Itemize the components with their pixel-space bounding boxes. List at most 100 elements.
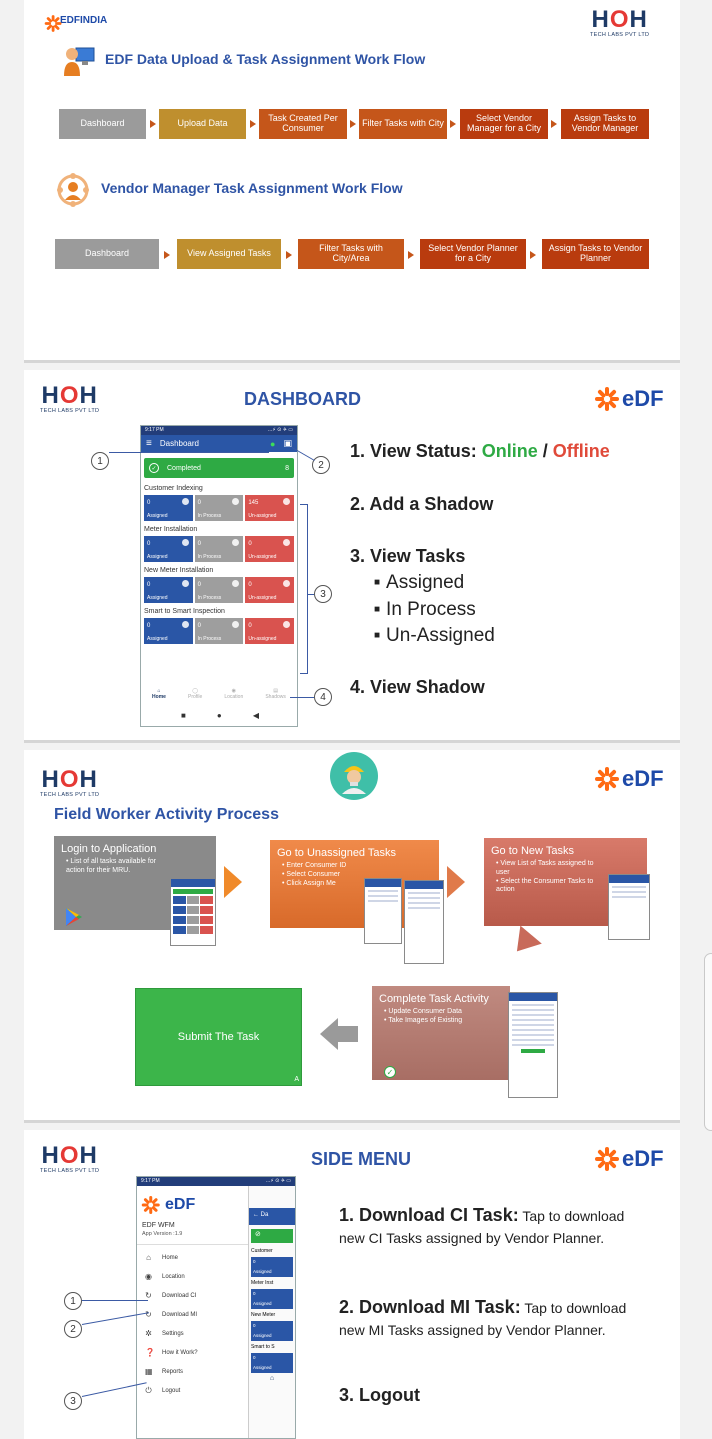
section-title: Customer Indexing — [144, 485, 203, 492]
menu-logout[interactable]: ⏻Logout — [145, 1386, 181, 1395]
team-network-icon — [55, 172, 91, 208]
slide-workflow: EDFINDIA HOH TECH LABS PVT LTD EDF Data … — [24, 0, 680, 360]
callout-line — [82, 1300, 148, 1301]
flow2-step-dashboard: Dashboard — [55, 239, 159, 269]
scroll-handle[interactable] — [704, 953, 712, 1131]
nav-profile[interactable]: ◯Profile — [188, 688, 203, 700]
arrow-right-icon — [286, 251, 292, 259]
step-unassigned: Go to Unassigned Tasks • Enter Consumer … — [270, 840, 439, 928]
completed-bar[interactable]: ✓ Completed 8 — [144, 458, 294, 478]
flow2-title: Vendor Manager Task Assignment Work Flow — [101, 180, 403, 196]
recent-apps-icon[interactable]: ■ — [181, 711, 186, 720]
hoh-logo: HOH TECH LABS PVT LTD — [40, 1142, 100, 1174]
menu-home[interactable]: ⌂Home — [146, 1253, 179, 1262]
callout-1: 1 — [91, 452, 109, 470]
menu-download-mi[interactable]: ↻Download MI — [145, 1310, 198, 1319]
point-add-shadow: 2. Add a Shadow — [350, 494, 494, 514]
edf-logo: eDF — [594, 766, 664, 792]
refresh-icon: ↻ — [145, 1291, 152, 1300]
arrow-right-icon — [224, 866, 242, 898]
edf-logo: eDF — [594, 386, 664, 412]
screenshot-thumbnail — [170, 878, 216, 946]
edf-india-logo: EDFINDIA — [44, 12, 107, 32]
menu-settings[interactable]: ✲Settings — [145, 1329, 184, 1338]
arrow-right-icon — [250, 120, 256, 128]
flow1-step-task-created: Task Created Per Consumer — [259, 109, 347, 139]
menu-icon[interactable]: ≡ — [146, 438, 152, 449]
app-bar: ≡ Dashboard ● ▣ — [141, 435, 297, 452]
callout-4: 4 — [314, 688, 332, 706]
flow1-title: EDF Data Upload & Task Assignment Work F… — [105, 51, 426, 67]
page-title: Field Worker Activity Process — [54, 806, 279, 823]
edf-sun-icon — [594, 1146, 620, 1172]
play-store-icon — [66, 908, 82, 926]
screenshot-thumbnail — [364, 878, 402, 944]
edf-sun-icon — [141, 1195, 160, 1215]
flow1-step-dashboard: Dashboard — [59, 109, 146, 139]
callout-3: 3 — [314, 585, 332, 603]
nav-shadows[interactable]: ▤Shadows — [265, 688, 286, 700]
home-circle-icon[interactable]: ● — [216, 711, 222, 720]
callout-line — [290, 697, 314, 698]
section-title: New Meter Installation — [144, 567, 214, 574]
status-bar: 9:17 PM...⚡ ⊙ ✈ ▭ — [137, 1177, 295, 1186]
menu-reports[interactable]: ▦Reports — [145, 1367, 184, 1376]
section-title: Smart to Smart Inspection — [144, 608, 225, 615]
sub-assigned: ■Assigned — [374, 572, 465, 593]
flow2-step-select-vendor-planner: Select Vendor Planner for a City — [420, 239, 526, 269]
menu-how-it-works[interactable]: ❓How it Work? — [145, 1348, 198, 1357]
point-download-mi: 2. Download MI Task: Tap to download new… — [339, 1297, 627, 1339]
flow1-step-filter-city: Filter Tasks with City — [359, 109, 447, 139]
flow2-step-view-assigned: View Assigned Tasks — [177, 239, 281, 269]
nav-location[interactable]: ◉Location — [224, 688, 244, 700]
sub-in-process: ■In Process — [374, 599, 476, 620]
online-status-icon[interactable]: ● — [270, 438, 276, 449]
shadow-add-icon[interactable]: ▣ — [283, 438, 292, 448]
edf-sun-icon — [594, 766, 620, 792]
callout-line — [109, 452, 269, 453]
arrow-right-icon — [150, 120, 156, 128]
callout-2: 2 — [64, 1320, 82, 1338]
side-drawer: eDF EDF WFM App Version :1.9 ⌂Home ◉Loca… — [137, 1186, 249, 1438]
point-download-ci: 1. Download CI Task: Tap to download new… — [339, 1205, 625, 1247]
arrow-right-icon — [408, 251, 414, 259]
callout-line — [308, 594, 314, 595]
page-title: DASHBOARD — [244, 389, 361, 409]
point-view-status: 1. View Status: Online / Offline — [350, 441, 610, 461]
refresh-icon: ↻ — [145, 1310, 152, 1319]
arrow-down-left-icon — [506, 925, 542, 961]
point-logout: 3. Logout — [339, 1385, 420, 1405]
arrow-right-icon — [450, 120, 456, 128]
arrow-right-icon — [164, 251, 170, 259]
app-title: Dashboard — [159, 439, 199, 448]
status-bar: 9:17 PM...⚡ ⊙ ✈ ▭ — [141, 426, 297, 435]
check-circle-icon: ✓ — [384, 1066, 396, 1078]
edf-logo: eDF — [594, 1146, 664, 1172]
slide-dashboard: HOH TECH LABS PVT LTD DASHBOARD eDF 9:17… — [24, 370, 680, 740]
menu-download-ci[interactable]: ↻Download CI — [145, 1291, 197, 1300]
menu-location[interactable]: ◉Location — [145, 1272, 185, 1281]
home-icon[interactable]: ⌂ — [269, 1375, 275, 1382]
app-version: App Version :1.9 — [142, 1231, 183, 1237]
back-arrow-icon[interactable]: ← Da — [249, 1208, 295, 1225]
back-icon[interactable]: ◀ — [252, 711, 259, 720]
callout-2: 2 — [312, 456, 330, 474]
location-pin-icon: ◉ — [145, 1272, 152, 1281]
hoh-logo: HOH TECH LABS PVT LTD — [40, 766, 100, 798]
sub-unassigned: ■Un-Assigned — [374, 625, 495, 646]
nav-home[interactable]: ⌂Home — [152, 688, 166, 700]
point-view-shadow: 4. View Shadow — [350, 677, 485, 697]
arrow-left-shaft — [338, 1026, 358, 1042]
